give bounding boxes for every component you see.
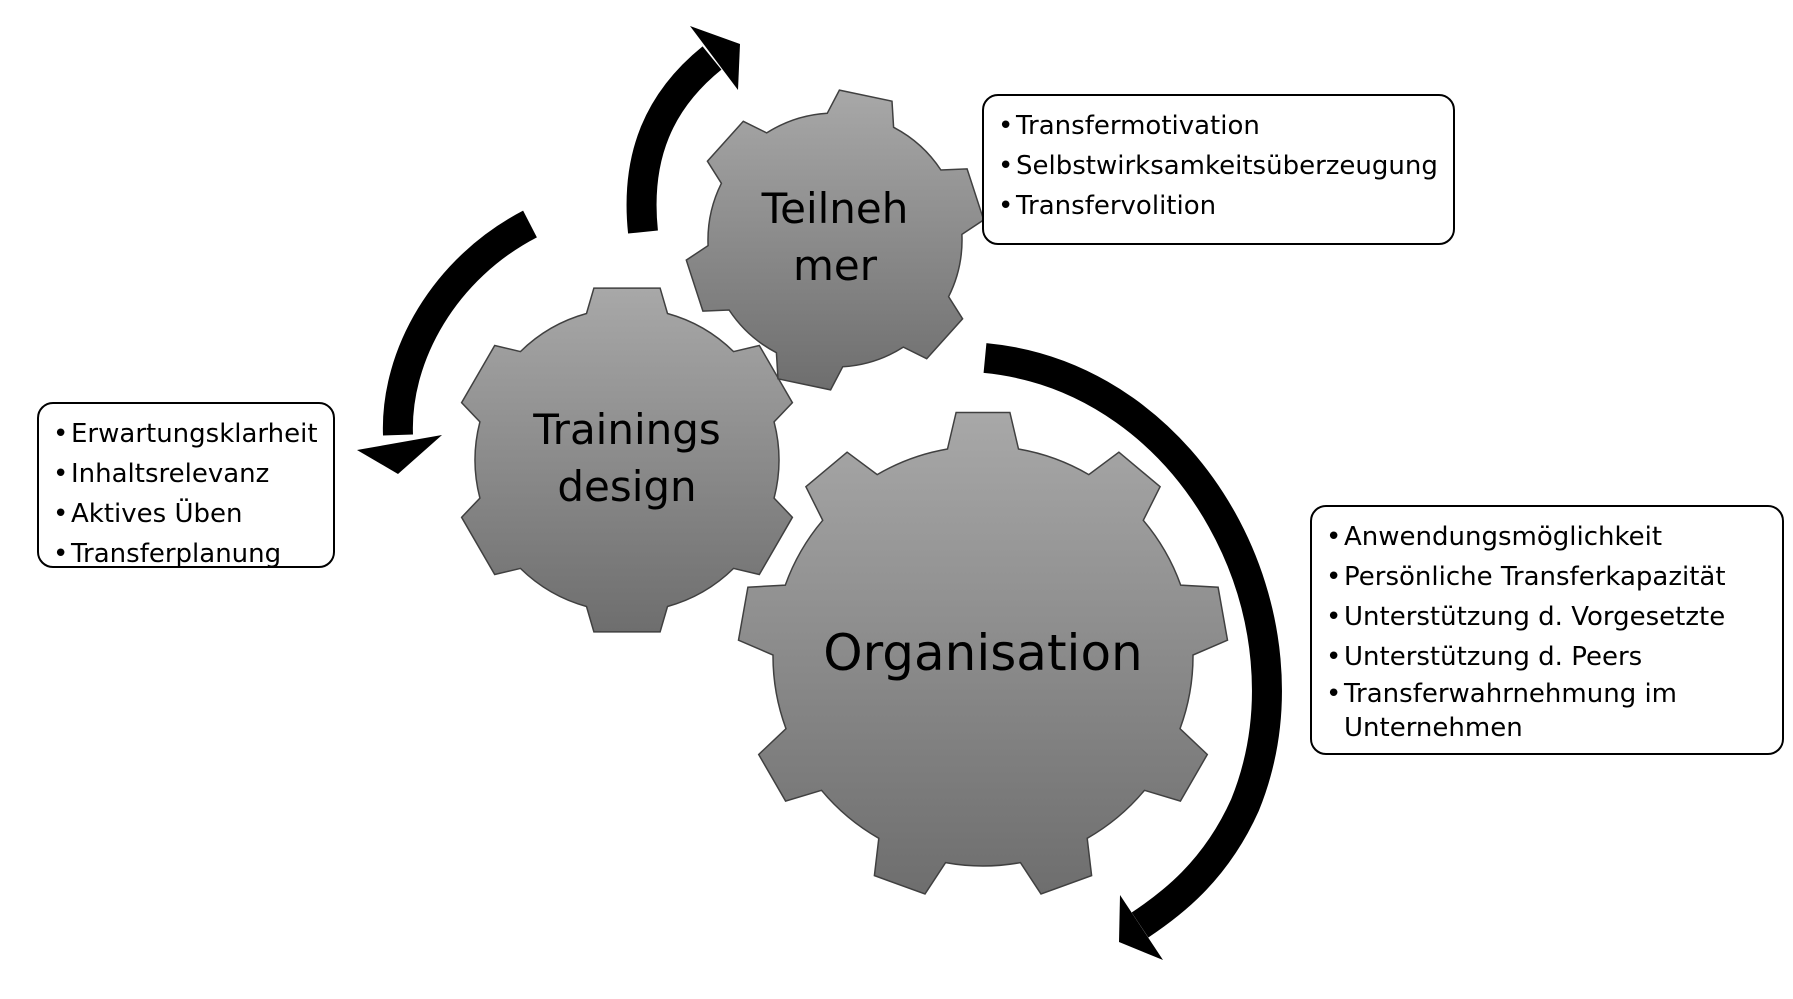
teilnehmer-factors-box: Transfermotivation Selbstwirksamkeitsübe… [982,94,1455,245]
organisation-factor-list: Anwendungsmöglichkeit Persönliche Transf… [1326,517,1768,745]
gear-trainings-design [460,287,794,633]
list-item: Erwartungsklarheit [53,414,319,454]
list-item: Transfermotivation [998,106,1439,146]
gear-teilnehmer [685,89,985,391]
teilnehmer-factor-list: Transfermotivation Selbstwirksamkeitsübe… [998,106,1439,226]
list-item: Unterstützung d. Peers [1326,637,1768,677]
list-item: Selbstwirksamkeitsüberzeugung [998,146,1439,186]
gear-trainings-label-line1: Trainings [532,405,721,454]
arrow-right-curved [983,343,1282,938]
arrow-left-curved [382,210,538,436]
list-item: Anwendungsmöglichkeit [1326,517,1768,557]
organisation-factors-box: Anwendungsmöglichkeit Persönliche Transf… [1310,505,1784,755]
list-item: Aktives Üben [53,494,319,534]
gear-trainings-label-line2: design [557,462,696,511]
list-item: Transfervolition [998,186,1439,226]
trainings-design-factors-box: Erwartungsklarheit Inhaltsrelevanz Aktiv… [37,402,335,574]
list-item: Transferwahrnehmung im Unternehmen [1326,677,1768,745]
arrowhead-left [357,435,442,474]
list-item: Inhaltsrelevanz [53,454,319,494]
trainings-design-factor-list: Erwartungsklarheit Inhaltsrelevanz Aktiv… [53,414,319,574]
arrowhead-right [1119,895,1163,960]
list-item: Unterstützung d. Vorgesetzte [1326,597,1768,637]
list-item: Transferplanung [53,534,319,574]
arrowhead-up [690,26,740,90]
gear-teilnehmer-label-line2: mer [793,241,878,290]
gear-organisation [737,411,1229,895]
gear-teilnehmer-label-line1: Teilneh [761,184,909,233]
arrow-up-curved [626,46,722,234]
list-item: Persönliche Transferkapazität [1326,557,1768,597]
gear-organisation-label: Organisation [823,624,1142,682]
